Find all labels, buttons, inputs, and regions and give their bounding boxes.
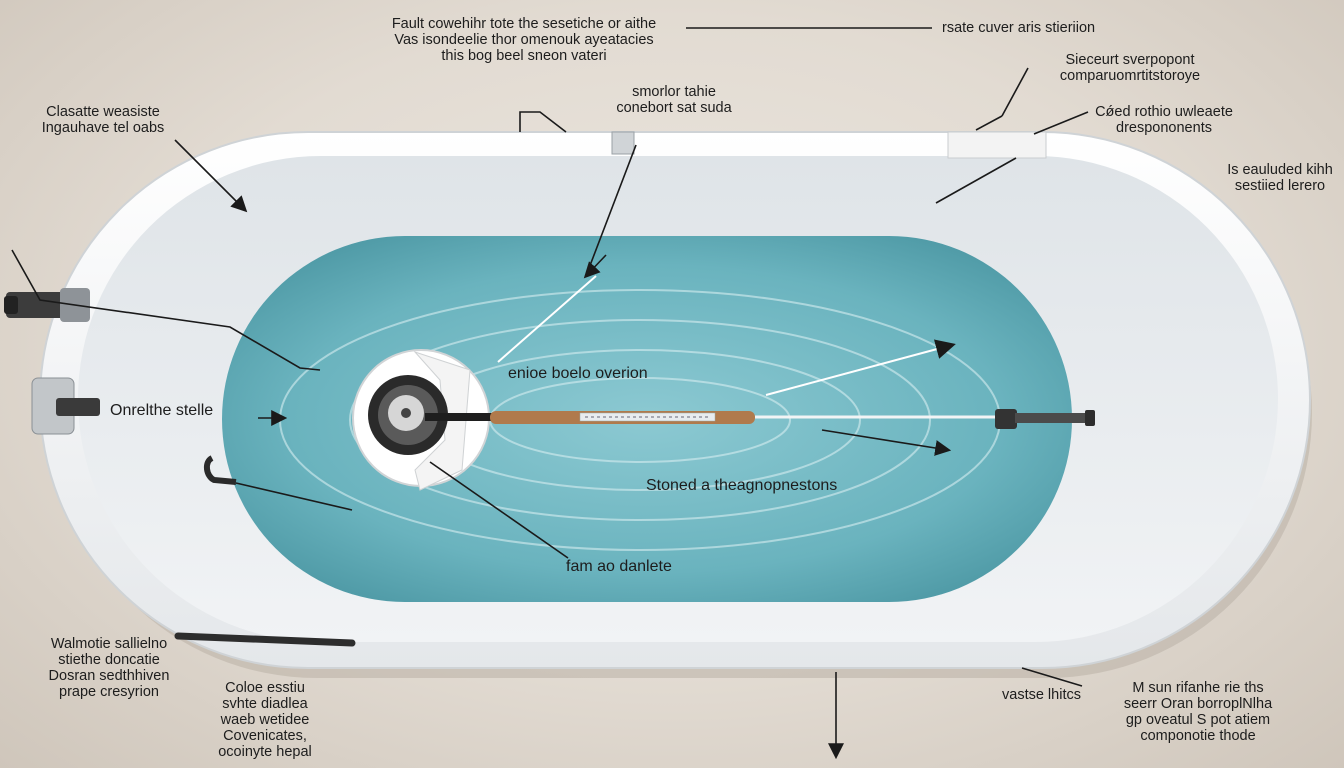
overflow-plate-icon — [31, 377, 100, 435]
label-left-mid: Onrelthe stelle — [110, 402, 214, 419]
label-mid-top: smorlor tahie conebort sat suda — [616, 84, 732, 116]
drain-rod-handle-icon — [425, 411, 1000, 424]
label-bottom-right-1: vastse lhitcs — [1002, 687, 1081, 703]
overflow-valve-icon — [995, 409, 1095, 429]
label-center-1: enioe boelo overion — [508, 365, 648, 382]
label-bottom-left-1: Walmotie sallielno stiethe doncatie Dosr… — [48, 636, 170, 700]
label-bottom-left-2: Coloe esstiu svhte diadlea waeb wetidee … — [218, 680, 312, 760]
rim-cover-plate — [947, 131, 1047, 159]
white-pointers — [497, 275, 956, 396]
drain-stopper-icon — [352, 349, 490, 491]
label-left-top: Clasatte weasiste Ingauhave tel oabs — [41, 104, 165, 136]
label-right-3: Is eauluded kihh sestiied lerero — [1227, 162, 1333, 194]
label-bottom-right-2: M sun rifanhe rie ths seerr Oran borropl… — [1123, 680, 1273, 744]
label-right-1: Sieceurt sverpopont comparuomrtitstoroye — [1059, 52, 1201, 84]
label-right-2: Cǿed rothio uwleaete drespononents — [1095, 104, 1233, 136]
pointer-lines — [11, 27, 1089, 760]
rim-clip — [611, 131, 635, 155]
label-center-3: fam ao danlete — [566, 558, 672, 575]
hose-hook-icon — [204, 455, 237, 485]
label-top-right: rsate cuver aris stieriion — [942, 20, 1096, 36]
label-center-2: Stoned a theagnopnestons — [646, 477, 838, 494]
drain-hose — [174, 632, 356, 647]
label-top-center: Fault cowehihr tote the sesetiche or ait… — [391, 16, 657, 64]
